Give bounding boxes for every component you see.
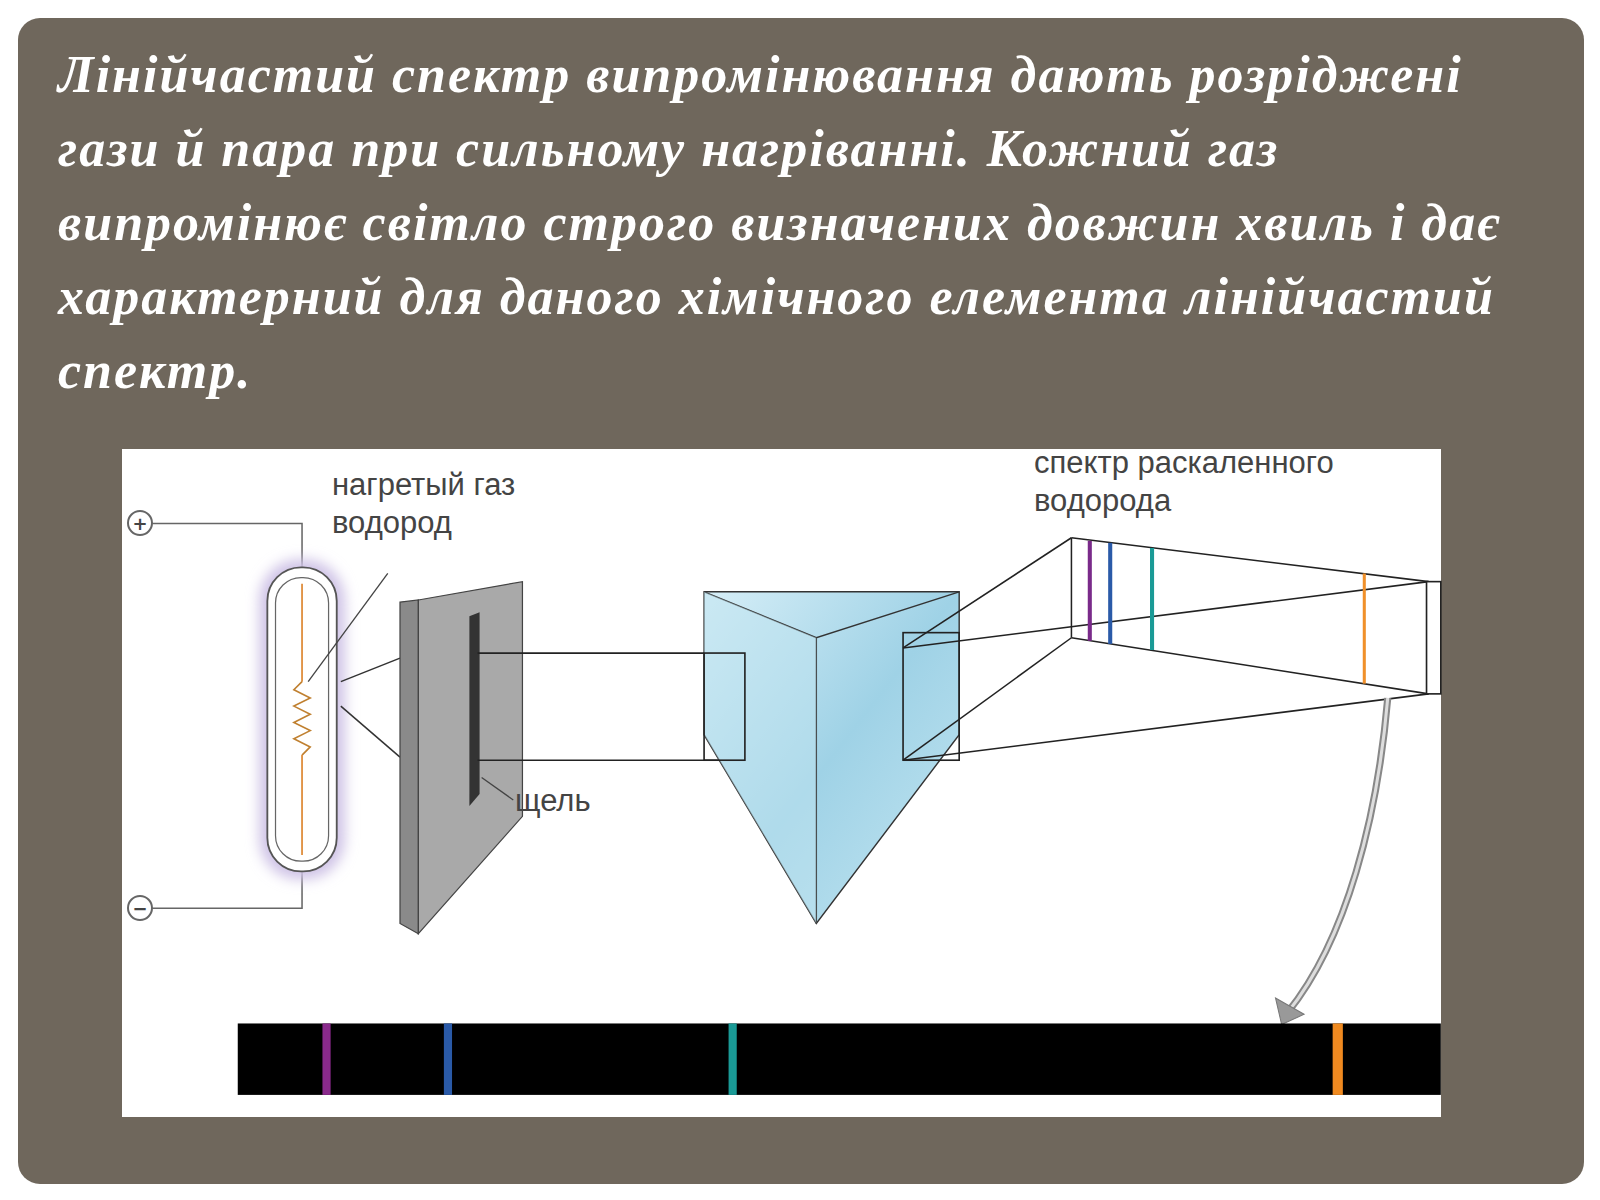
terminal-circle: − (127, 895, 153, 921)
gas-label: нагретый газ водород (332, 466, 582, 542)
spectrum-label: спектр раскаленного водорода (1034, 444, 1454, 520)
slit-label: щель (515, 782, 665, 820)
terminal-circle: + (127, 510, 153, 536)
terminal-sign: + (132, 513, 147, 534)
slide-title: Лінійчастий спектр випромінювання дають … (58, 38, 1538, 408)
terminal-sign: − (132, 898, 147, 919)
